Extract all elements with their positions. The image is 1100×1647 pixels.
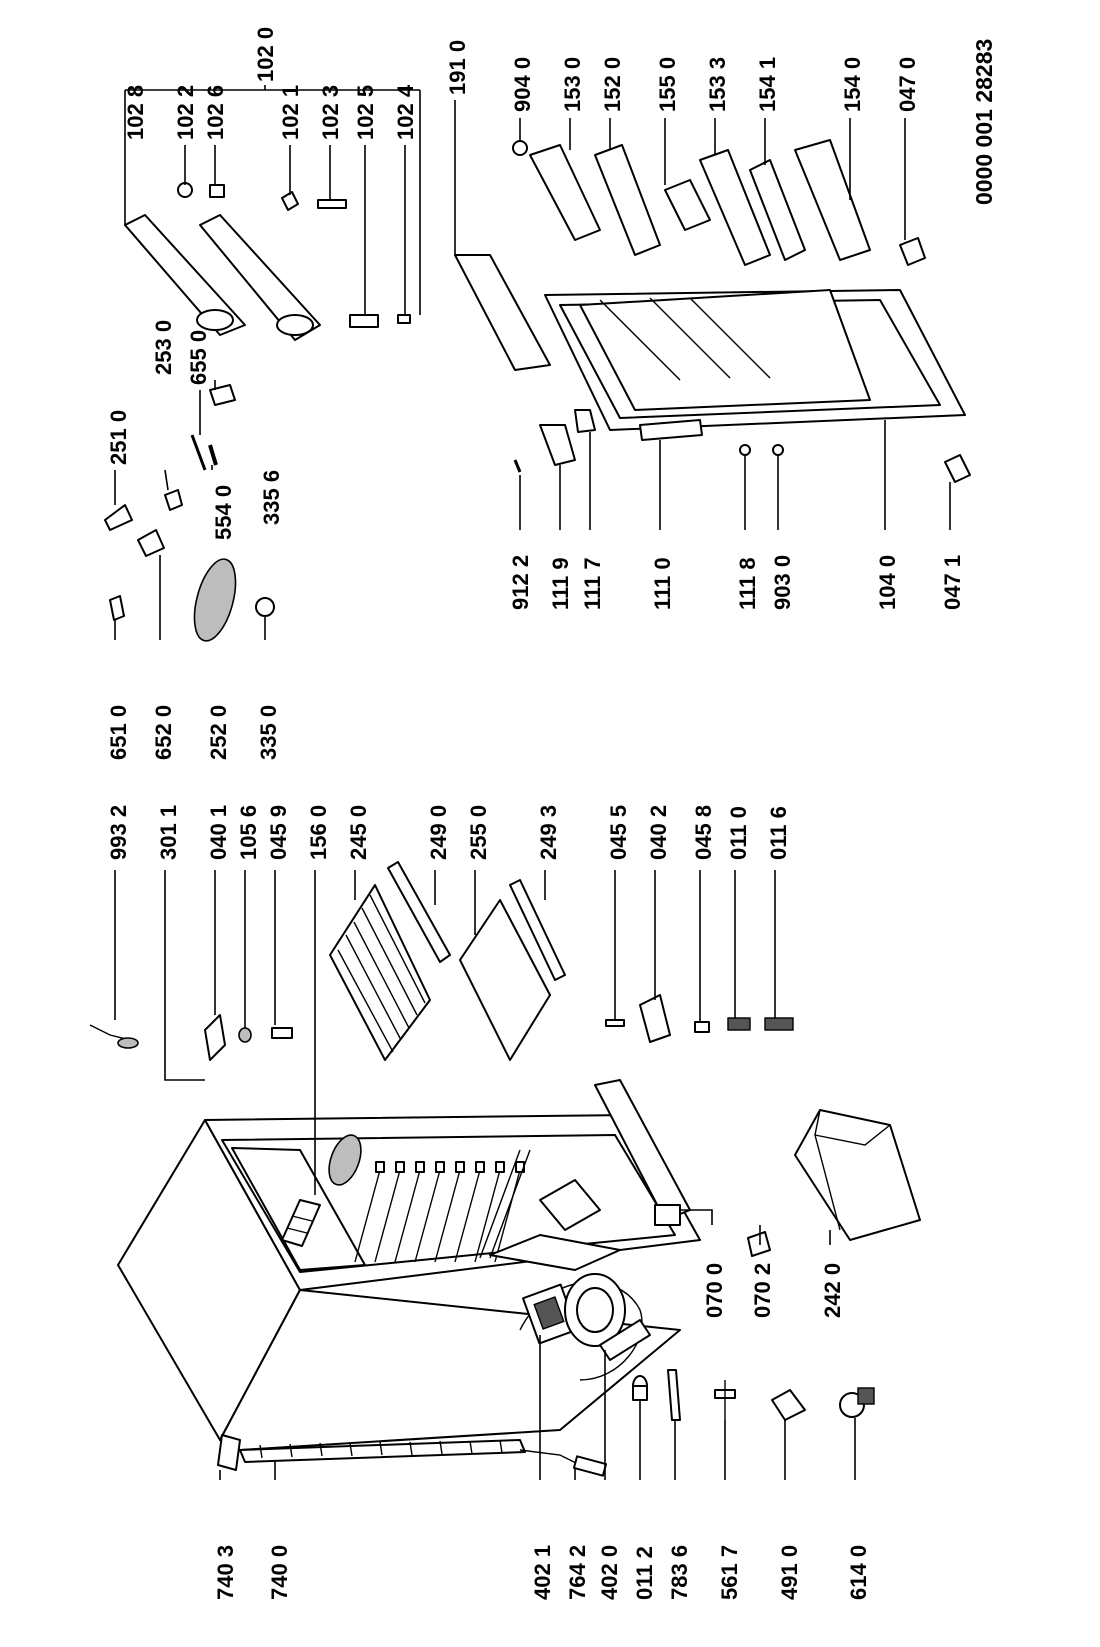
label-251-0: 251 0 [106, 410, 131, 465]
label-111-8: 111 8 [735, 557, 760, 610]
label-156-0: 156 0 [306, 805, 331, 860]
label-047-0: 047 0 [895, 57, 920, 112]
label-245-0: 245 0 [346, 805, 371, 860]
part-labels: 740 3 740 0 402 1 764 2 402 0 011 2 783 … [106, 27, 997, 1600]
label-740-0: 740 0 [267, 1545, 292, 1600]
label-104-0: 104 0 [875, 555, 900, 610]
refrigerator-cabinet [117, 1079, 701, 1477]
label-655-0: 655 0 [186, 330, 211, 385]
label-102-3: 102 3 [318, 85, 343, 140]
label-102-1: 102 1 [278, 85, 303, 140]
label-253-0: 253 0 [151, 320, 176, 375]
label-491-0: 491 0 [777, 1545, 802, 1600]
label-045-5: 045 5 [606, 805, 631, 860]
label-301-1: 301 1 [156, 805, 181, 860]
label-912-2: 912 2 [508, 555, 533, 610]
label-153-0: 153 0 [560, 57, 585, 112]
label-335-0: 335 0 [256, 705, 281, 760]
label-154-1: 154 1 [755, 57, 780, 112]
label-011-2: 011 2 [632, 1546, 657, 1600]
label-111-0: 111 0 [650, 557, 675, 610]
compressor-assembly [519, 1273, 651, 1381]
label-402-0: 402 0 [597, 1545, 622, 1600]
label-102-8: 102 8 [123, 85, 148, 140]
label-045-9: 045 9 [266, 805, 291, 860]
label-011-6: 011 6 [766, 806, 791, 860]
label-102-4: 102 4 [393, 84, 418, 140]
label-249-3: 249 3 [536, 805, 561, 860]
label-249-0: 249 0 [426, 805, 451, 860]
label-105-6: 105 6 [236, 805, 261, 860]
label-652-0: 652 0 [151, 705, 176, 760]
label-904-0: 904 0 [510, 57, 535, 112]
label-045-8: 045 8 [691, 805, 716, 860]
label-011-0: 011 0 [726, 806, 751, 860]
label-740-3: 740 3 [213, 1545, 238, 1600]
label-070-0: 070 0 [702, 1263, 727, 1318]
label-191-0: 191 0 [445, 40, 470, 95]
label-764-2: 764 2 [565, 1545, 590, 1600]
label-040-2: 040 2 [646, 805, 671, 860]
freezer-parts [104, 182, 411, 642]
label-111-9: 111 9 [548, 557, 573, 610]
bottom-parts [89, 861, 875, 1421]
label-252-0: 252 0 [206, 705, 231, 760]
label-255-0: 255 0 [466, 805, 491, 860]
label-152-0: 152 0 [600, 57, 625, 112]
label-903-0: 903 0 [770, 555, 795, 610]
label-070-2: 070 2 [750, 1263, 775, 1318]
label-651-0: 651 0 [106, 705, 131, 760]
label-154-0: 154 0 [840, 57, 865, 112]
label-102-5: 102 5 [353, 85, 378, 140]
label-242-0: 242 0 [820, 1263, 845, 1318]
label-047-1: 047 1 [940, 555, 965, 610]
fruit-bin [794, 1109, 921, 1241]
label-102-6: 102 6 [203, 85, 228, 140]
label-561-7: 561 7 [717, 1545, 742, 1600]
label-153-3: 153 3 [705, 57, 730, 112]
label-554-0: 554 0 [211, 485, 236, 540]
label-040-1: 040 1 [206, 805, 231, 860]
leader-lines [114, 85, 951, 1480]
door-assembly [454, 139, 971, 483]
label-335-6: 335 6 [259, 470, 284, 525]
label-111-7: 111 7 [580, 557, 605, 610]
document-reference-number: 0000 001 28283 [971, 39, 997, 205]
label-102-2: 102 2 [173, 85, 198, 140]
label-783-6: 783 6 [667, 1545, 692, 1600]
label-102-0: 102 0 [253, 27, 278, 82]
label-614-0: 614 0 [846, 1545, 871, 1600]
label-402-1: 402 1 [530, 1545, 555, 1600]
label-155-0: 155 0 [655, 57, 680, 112]
label-993-2: 993 2 [106, 805, 131, 860]
